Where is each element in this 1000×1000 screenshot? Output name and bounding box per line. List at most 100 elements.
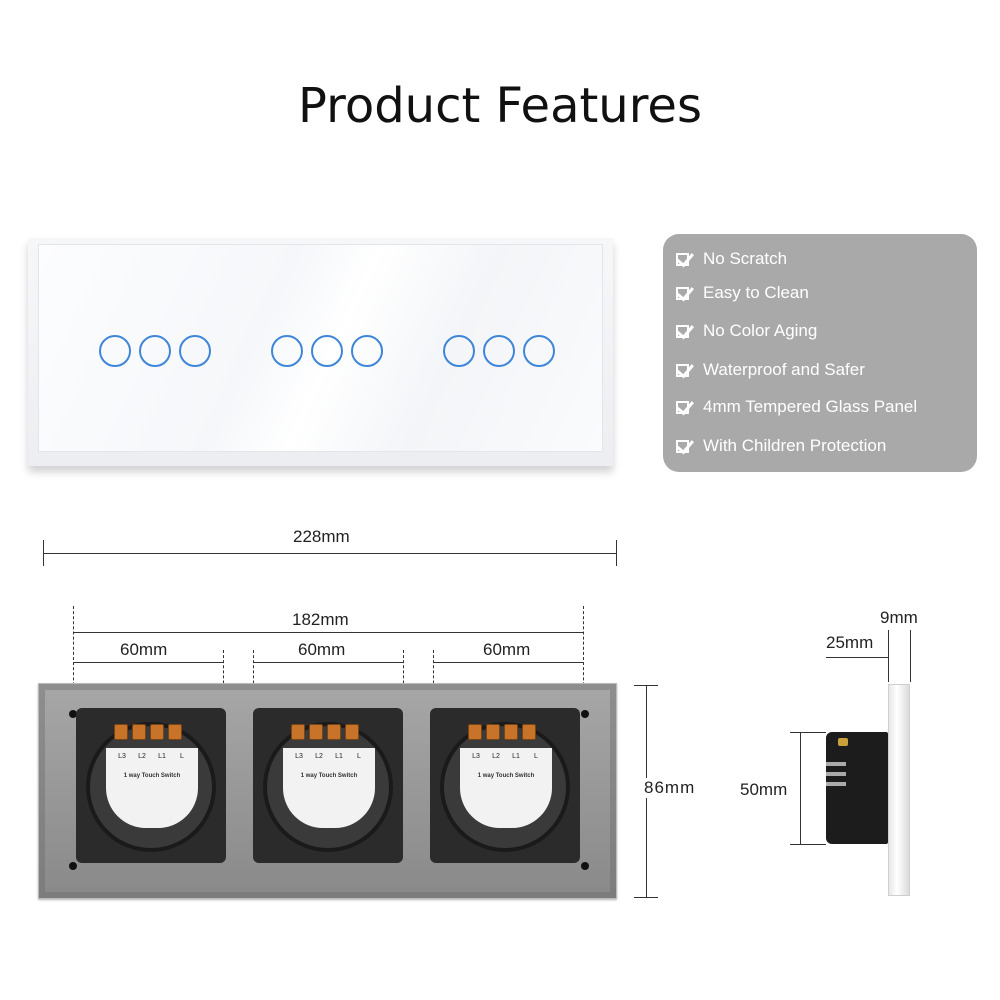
checkbox-icon (675, 359, 695, 380)
dimension-tick (634, 685, 658, 686)
terminal-label: L3 (472, 753, 480, 760)
side-screw-icon (838, 738, 848, 746)
terminal-label: L3 (118, 753, 126, 760)
dimension-tick (43, 540, 44, 566)
module-2-width-line (253, 662, 403, 663)
terminal-label: L1 (335, 753, 343, 760)
feature-label: No Color Aging (703, 321, 818, 340)
checkbox-icon (675, 435, 695, 456)
touch-button[interactable] (523, 335, 555, 367)
feature-item: 4mm Tempered Glass Panel (675, 395, 917, 419)
overall-width-label: 228mm (293, 527, 350, 546)
touch-button[interactable] (351, 335, 383, 367)
side-view-glass (888, 684, 910, 896)
screw-hole-icon (581, 862, 589, 870)
checkbox-icon (675, 320, 695, 341)
screw-hole-icon (581, 710, 589, 718)
terminal-screw-icon (114, 724, 128, 740)
side-view-module (826, 732, 888, 844)
screw-hole-icon (69, 862, 77, 870)
checkbox-icon (675, 396, 695, 417)
terminal-screw-icon (327, 724, 341, 740)
touch-button[interactable] (443, 335, 475, 367)
terminal-screw-icon (522, 724, 536, 740)
module-3-width-label: 60mm (483, 640, 531, 659)
terminal-label: L2 (315, 753, 323, 760)
page-title: Product Features (298, 78, 702, 134)
dimension-tick (616, 540, 617, 566)
module-2-width-label: 60mm (298, 640, 346, 659)
dimension-tick (634, 897, 658, 898)
pin (826, 762, 846, 766)
touch-button[interactable] (179, 335, 211, 367)
terminal-label: L1 (158, 753, 166, 760)
feature-item: Easy to Clean (675, 281, 809, 305)
switch-name: 1 way Touch Switch (477, 773, 535, 780)
depth-label: 25mm (826, 633, 874, 652)
terminal-label: L3 (295, 753, 303, 760)
touch-group-1 (99, 335, 211, 367)
terminal-label: L1 (512, 753, 520, 760)
overall-width-line (43, 553, 616, 554)
checkbox-icon (675, 248, 695, 269)
pin (826, 772, 846, 776)
features-card: No Scratch Easy to Clean No Color Aging … (663, 234, 977, 472)
switch-name: 1 way Touch Switch (300, 773, 358, 780)
feature-item: No Scratch (675, 247, 787, 271)
module-label: L3 L2 L1 L 1 way Touch Switch (460, 748, 552, 828)
feature-item: With Children Protection (675, 434, 886, 458)
mounting-span-label: 182mm (292, 610, 349, 629)
depth-line (826, 657, 888, 658)
dimension-guide (73, 606, 74, 716)
touch-button[interactable] (311, 335, 343, 367)
side-pins (826, 762, 846, 798)
terminal-label: L (534, 753, 538, 760)
terminal-label: L (357, 753, 361, 760)
module-height-label: 50mm (740, 780, 788, 799)
terminal-screw-icon (132, 724, 146, 740)
terminal-screw-icon (345, 724, 359, 740)
module-3-width-line (433, 662, 583, 663)
terminal-label: L2 (138, 753, 146, 760)
switch-module: L3 L2 L1 L 1 way Touch Switch (253, 708, 403, 863)
terminal-label: L2 (492, 753, 500, 760)
touch-group-2 (271, 335, 383, 367)
pin (826, 782, 846, 786)
terminal-screw-icon (150, 724, 164, 740)
switch-name: 1 way Touch Switch (123, 773, 181, 780)
module-label: L3 L2 L1 L 1 way Touch Switch (106, 748, 198, 828)
dimension-guide (888, 630, 889, 682)
feature-label: Waterproof and Safer (703, 360, 865, 379)
terminal-label: L (180, 753, 184, 760)
switch-module: L3 L2 L1 L 1 way Touch Switch (76, 708, 226, 863)
terminal-screw-icon (486, 724, 500, 740)
touch-button[interactable] (271, 335, 303, 367)
terminal-block (291, 724, 359, 740)
touch-button[interactable] (99, 335, 131, 367)
feature-item: No Color Aging (675, 319, 817, 343)
terminal-screw-icon (291, 724, 305, 740)
glass-thickness-label: 9mm (880, 608, 918, 627)
panel-face (38, 244, 603, 452)
feature-label: No Scratch (703, 249, 788, 268)
feature-label: With Children Protection (703, 436, 887, 455)
terminal-block (114, 724, 182, 740)
touch-button[interactable] (483, 335, 515, 367)
terminal-screw-icon (309, 724, 323, 740)
mounting-span-line (73, 632, 583, 633)
terminal-screw-icon (468, 724, 482, 740)
feature-label: 4mm Tempered Glass Panel (703, 397, 918, 416)
dimension-tick (790, 844, 826, 845)
feature-label: Easy to Clean (703, 283, 809, 302)
module-1-width-line (73, 662, 223, 663)
feature-item: Waterproof and Safer (675, 358, 865, 382)
module-height-line (800, 732, 801, 844)
screw-hole-icon (69, 710, 77, 718)
dimension-guide (910, 630, 911, 682)
terminal-screw-icon (168, 724, 182, 740)
touch-button[interactable] (139, 335, 171, 367)
terminal-block (468, 724, 536, 740)
module-label: L3 L2 L1 L 1 way Touch Switch (283, 748, 375, 828)
touch-group-3 (443, 335, 555, 367)
height-label: 86mm (642, 778, 698, 798)
